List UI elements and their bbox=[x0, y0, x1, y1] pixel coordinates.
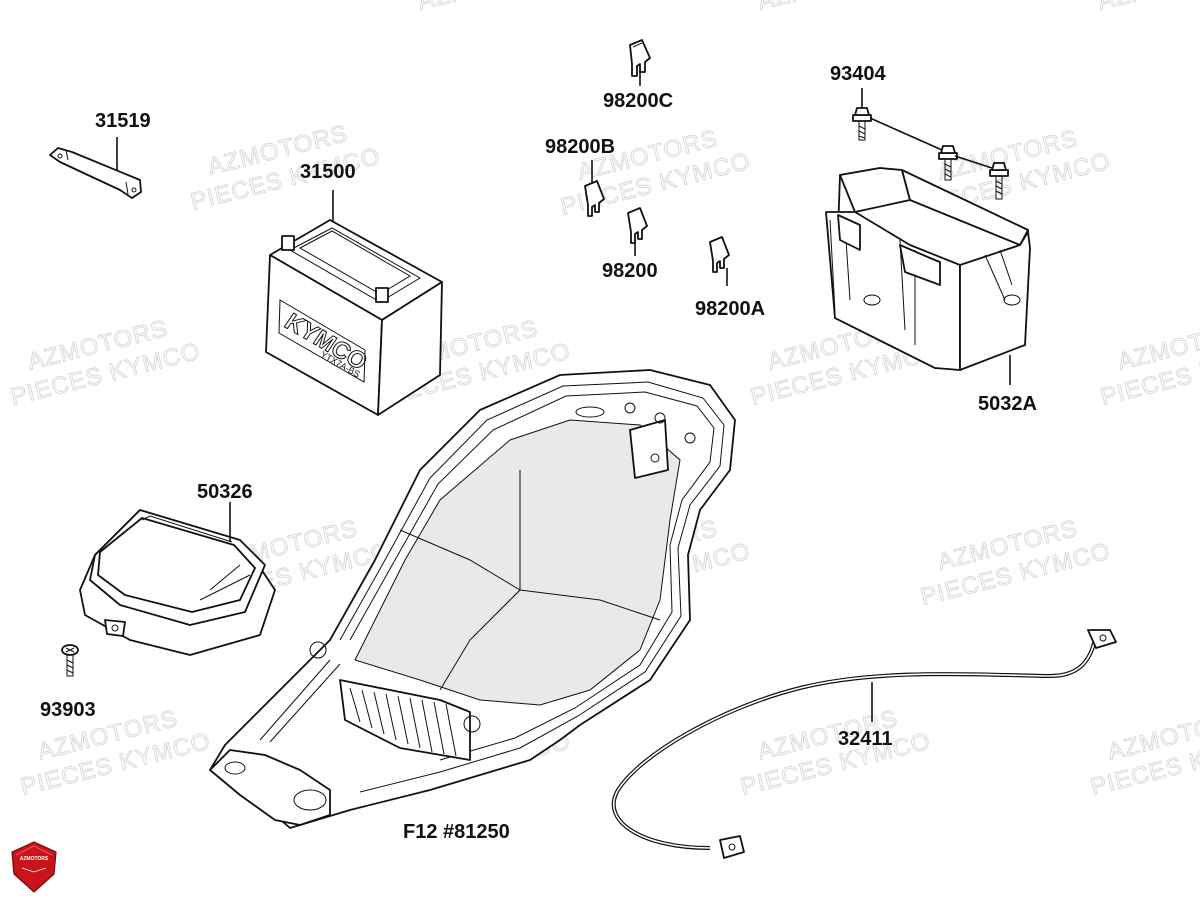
label-50326[interactable]: 50326 bbox=[197, 481, 253, 503]
azmotors-logo: AZMOTORS bbox=[11, 841, 57, 893]
label-98200C[interactable]: 98200C bbox=[603, 90, 673, 112]
part-98200A-fuse[interactable] bbox=[709, 236, 730, 286]
part-50326-cover[interactable] bbox=[79, 502, 276, 656]
part-81250-luggage-box[interactable] bbox=[209, 369, 736, 829]
label-31519[interactable]: 31519 bbox=[95, 110, 151, 132]
part-93404-screws[interactable] bbox=[852, 88, 1009, 200]
part-98200-fuse[interactable] bbox=[627, 207, 648, 256]
label-93903[interactable]: 93903 bbox=[40, 699, 96, 721]
label-98200[interactable]: 98200 bbox=[602, 260, 658, 282]
part-98200C-fuse[interactable] bbox=[629, 39, 651, 86]
label-32411[interactable]: 32411 bbox=[838, 728, 893, 750]
part-31500-battery[interactable]: KYMCO YTX7A-BS bbox=[265, 190, 443, 416]
label-31500[interactable]: 31500 bbox=[300, 161, 356, 183]
label-93404[interactable]: 93404 bbox=[830, 63, 886, 85]
watermark-line1: AZMOTORS bbox=[755, 0, 901, 16]
part-31519-bracket[interactable] bbox=[49, 137, 142, 199]
part-5032A-battery-box[interactable] bbox=[825, 167, 1031, 385]
part-98200B-fuse[interactable] bbox=[584, 160, 605, 217]
part-32411-cable[interactable] bbox=[611, 629, 1117, 859]
label-5032A[interactable]: 5032A bbox=[978, 393, 1037, 415]
label-98200A[interactable]: 98200A bbox=[695, 298, 765, 320]
label-81250[interactable]: F12 #81250 bbox=[403, 821, 510, 843]
part-93903-screw[interactable] bbox=[61, 644, 79, 677]
watermark-line1: AZMOTORS bbox=[415, 0, 561, 16]
logo-text: AZMOTORS bbox=[20, 856, 49, 862]
watermark-line1: AZMOTORS bbox=[1095, 0, 1200, 16]
label-98200B[interactable]: 98200B bbox=[545, 136, 615, 158]
